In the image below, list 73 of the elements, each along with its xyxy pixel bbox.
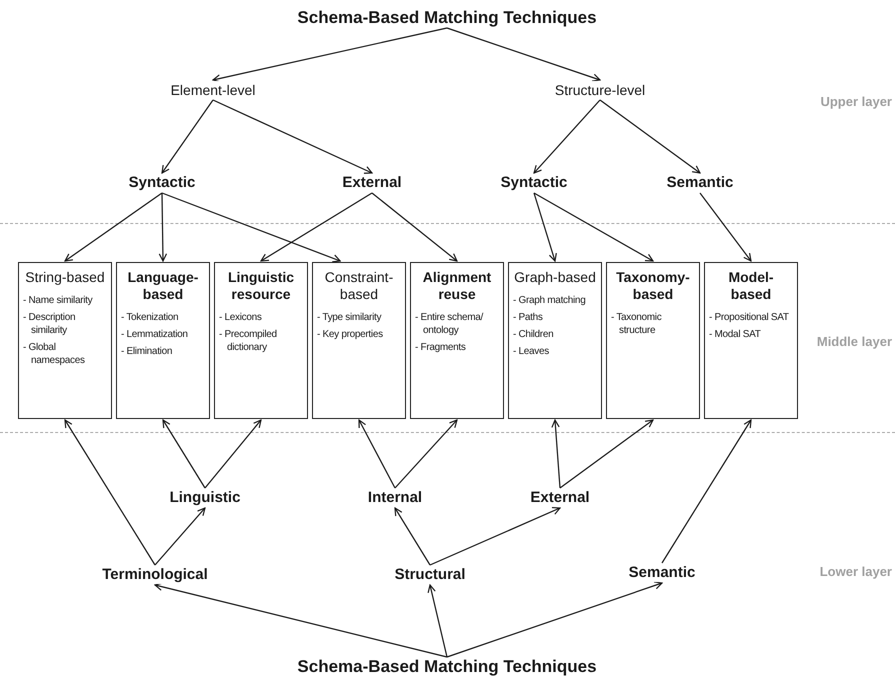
bullet-item: - Description similarity [23,311,76,337]
bullet-item: - Lemmatization [121,328,189,341]
technique-box [508,262,602,419]
category-label: Schema-Based Matching Techniques [295,658,599,676]
bullet-item: - Graph matching [513,294,586,307]
bullet-item: - Name similarity [23,294,94,307]
bullet-item: - Paths [513,311,544,324]
box-title: String-based [25,269,105,286]
technique-box [214,262,308,419]
arrow [700,192,752,262]
bullet-item: - Children [513,328,554,341]
category-label: Schema-Based Matching Techniques [295,9,599,27]
arrow [394,419,458,488]
layer-label: Lower layer [820,563,892,581]
box-title: Language-based [126,269,200,303]
category-label: Terminological [100,566,210,584]
arrow [446,581,663,658]
bullet-item: - Precompiled dictionary [219,328,278,354]
arrow [446,27,601,82]
layer-label: Middle layer [816,333,892,351]
technique-box [116,262,210,419]
arrow [161,100,214,174]
technique-box [606,262,700,419]
box-title: Model-based [727,269,775,303]
arrow [212,27,448,83]
arrow [560,419,654,488]
layer-label: Upper layer [820,93,892,111]
arrow [204,419,262,488]
box-title: Linguistic resource [226,269,296,303]
technique-box [704,262,798,419]
arrow [428,584,448,658]
arrow [533,192,557,262]
box-title: Taxonomy-based [615,269,691,303]
arrow [260,192,372,262]
arrow [372,192,458,262]
bullet-item: - Type similarity [317,311,382,324]
category-label: Syntactic [498,174,570,192]
arrow [162,192,341,262]
arrow [533,100,600,174]
technique-box [312,262,406,419]
bullet-item: - Taxonomic structure [611,311,662,337]
box-title: Graph-based [514,269,596,286]
arrow [212,99,373,174]
arrow [154,582,448,658]
box-title: Alignment reuse [422,269,492,303]
category-label: Syntactic [126,174,198,192]
technique-box [410,262,504,419]
category-label: Semantic [626,564,698,582]
arrow [154,507,206,566]
arrow [551,419,561,488]
technique-box [18,262,112,419]
arrow [394,507,431,566]
bullet-item: - Elimination [121,345,174,358]
arrow [158,193,168,262]
box-title: Constraint-based [324,269,394,303]
arrow [430,507,561,566]
arrow [662,419,752,564]
arrow [64,419,156,566]
arrow [64,192,162,262]
bullet-item: - Leaves [513,345,550,358]
arrow [534,192,654,262]
bullet-item: - Tokenization [121,311,180,324]
bullet-item: - Global namespaces [23,341,86,367]
arrow [162,419,206,488]
arrow [358,419,396,488]
bullet-item: - Modal SAT [709,328,762,341]
bullet-item: - Key properties [317,328,384,341]
arrow [600,100,701,174]
bullet-item: - Entire schema/ ontology [415,311,484,337]
category-label: Linguistic [168,489,242,507]
bullet-item: - Fragments [415,341,467,354]
bullet-item: - Lexicons [219,311,263,324]
bullet-item: - Propositional SAT [709,311,790,324]
